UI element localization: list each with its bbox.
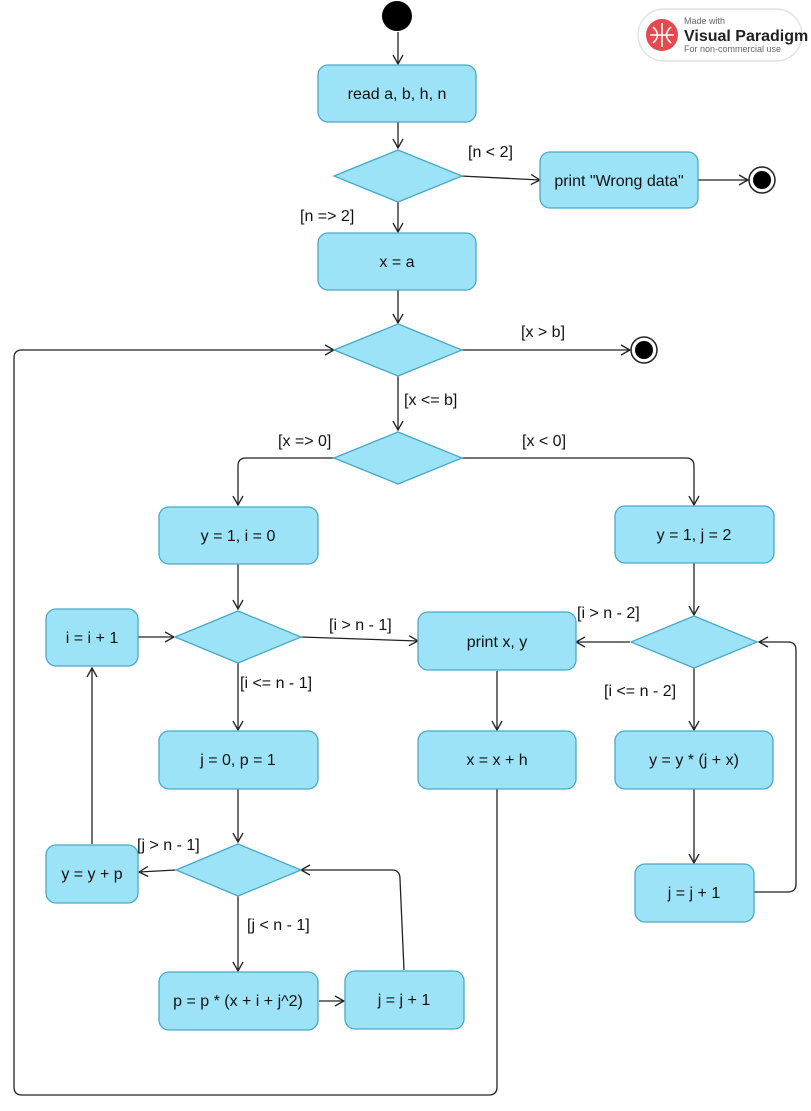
end-node-loop [630,336,658,364]
action-i-inc-label: i = i + 1 [66,630,119,647]
action-x-eq-a: x = a [317,232,477,291]
guard-i-gt: [i > n - 1] [329,617,392,634]
action-i-inc: i = i + 1 [45,608,139,667]
action-j-inc-right: j = j + 1 [634,863,755,923]
action-j-inc-left-label: j = j + 1 [377,992,431,1009]
watermark-line2: Visual Paradigm [684,28,808,45]
decision-j [174,843,303,897]
action-x-inc: x = x + h [417,730,577,790]
action-y1-j2: y = 1, j = 2 [614,505,775,564]
guard-i-le: [i <= n - 1] [240,675,312,692]
edge-d3-right [462,457,700,507]
edge-jinc-d6 [299,864,405,971]
decision-i-right [629,615,759,669]
edge-d4-printxy [300,635,420,647]
guard-i-gt-2: [i > n - 2] [577,605,640,622]
action-read-label: read a, b, h, n [348,86,447,103]
action-print-wrong-label: print "Wrong data" [554,173,683,190]
decision-x-sign [332,431,464,485]
decision-x-b [332,323,464,377]
action-y-mul: y = y * (j + x) [614,730,774,790]
action-j0-p1: j = 0, p = 1 [158,730,319,790]
decision-n [332,149,464,203]
watermark-line1: Made with [684,16,725,26]
edge-xinc-loop [13,344,498,1096]
start-node [382,1,412,31]
action-print-wrong: print "Wrong data" [539,151,699,209]
action-y1-j2-label: y = 1, j = 2 [657,527,732,544]
action-print-xy: print x, y [417,611,577,671]
edge-jinc-d5 [754,636,797,893]
action-j0-p1-label: j = 0, p = 1 [199,752,276,769]
guard-x-ge-0: [x => 0] [278,433,331,450]
visual-paradigm-logo-icon [646,19,678,51]
action-p-mul: p = p * (x + i + j^2) [158,971,319,1031]
action-y1-i0: y = 1, i = 0 [158,506,319,565]
action-y-add-label: y = y + p [61,866,122,883]
action-p-mul-label: p = p * (x + i + j^2) [173,993,303,1010]
edge-d1-print-wrong [460,173,542,186]
action-read: read a, b, h, n [317,64,477,123]
edges [13,32,797,1096]
action-y-add: y = y + p [45,844,139,904]
guard-x-gt-b: [x > b] [521,324,565,341]
edge-d3-left [232,457,335,507]
end-node-wrong [748,166,776,194]
guard-x-lt-0: [x < 0] [522,433,566,450]
action-print-xy-label: print x, y [467,634,527,651]
guard-i-le-2: [i <= n - 2] [604,683,676,700]
guard-x-le-b: [x <= b] [404,392,457,409]
watermark-line3: For non-commercial use [684,44,781,54]
guard-j-gt: [j > n - 1] [137,837,200,854]
watermark-badge: Made with Visual Paradigm For non-commer… [637,8,808,62]
action-y1-i0-label: y = 1, i = 0 [201,528,276,545]
edge-d6-yadd [137,865,177,878]
decision-i-left [173,610,303,664]
action-y-mul-label: y = y * (j + x) [649,752,739,769]
action-x-inc-label: x = x + h [466,752,527,769]
guard-n-ge-2: [n => 2] [300,208,354,225]
action-j-inc-left: j = j + 1 [344,970,465,1030]
action-j-inc-right-label: j = j + 1 [667,885,721,902]
guard-j-lt: [j < n - 1] [247,917,310,934]
action-x-eq-a-label: x = a [379,254,414,271]
guard-n-lt-2: [n < 2] [468,144,513,161]
